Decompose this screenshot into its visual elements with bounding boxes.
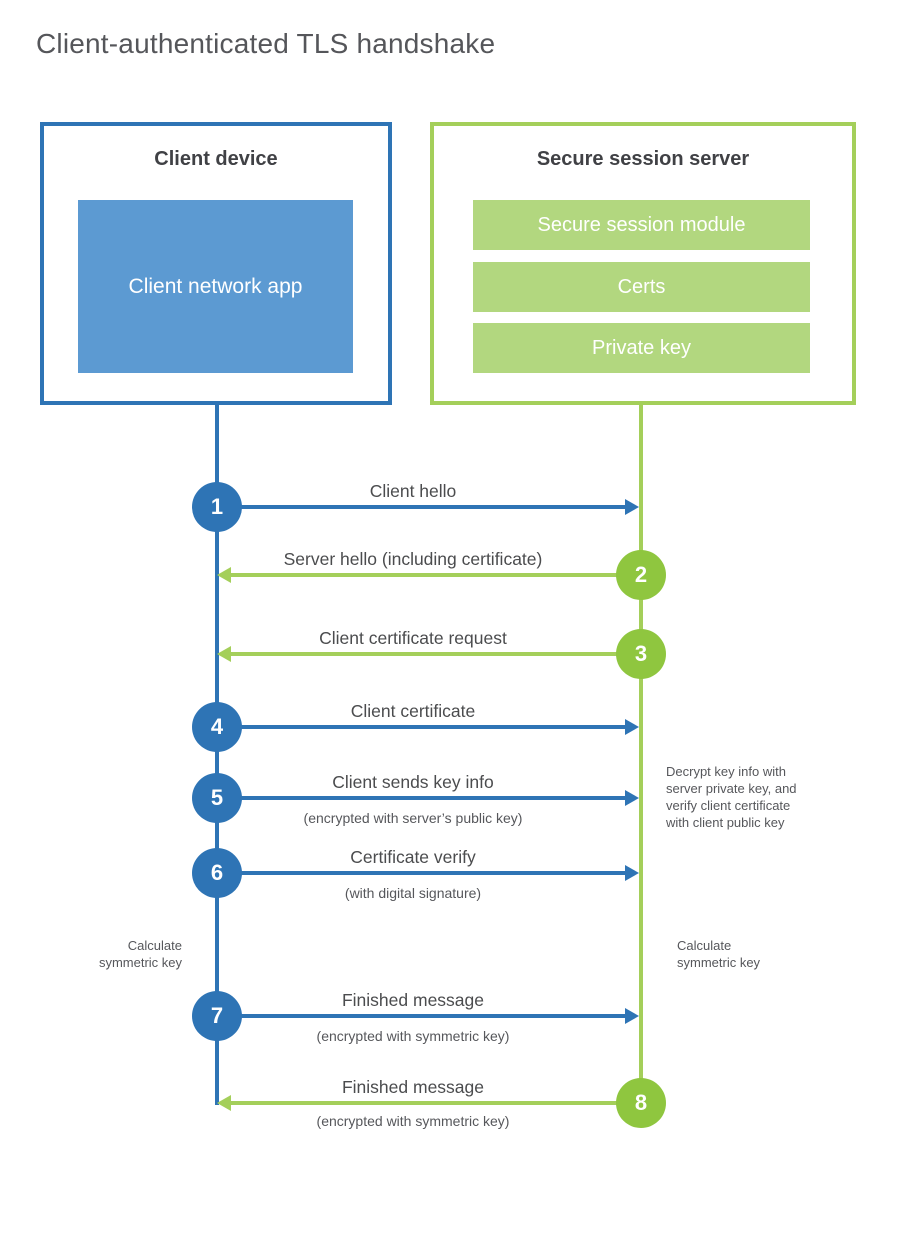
message-label-client-sends-key-info: Client sends key info [332,772,494,792]
step-1-badge: 1 [192,482,242,532]
arrow-client-certificate [217,719,639,735]
note-calculate-symmetric-key-server: Calculate symmetric key [677,938,761,970]
client-network-app-label: Client network app [128,275,303,298]
message-label-client-hello: Client hello [369,481,457,501]
arrow-client-hello [217,499,639,515]
arrow-server-hello [217,567,641,583]
step-7-badge: 7 [192,991,242,1041]
message-label-finished-message-server: Finished message [341,1077,485,1097]
client-device-title: Client device [154,148,278,170]
client-network-app-box: Client network app [78,200,353,373]
arrow-client-sends-key-info [217,790,639,806]
step-4-badge: 4 [192,702,242,752]
step-3-badge: 3 [616,629,666,679]
arrow-finished-message-client [217,1008,639,1024]
message-label-server-hello: Server hello (including certificate) [283,549,543,569]
step-2-badge: 2 [616,550,666,600]
server-module-private-key: Private key [473,323,810,373]
step-6-badge: 6 [192,848,242,898]
arrow-certificate-verify [217,865,639,881]
step-5-badge: 5 [192,773,242,823]
server-lifeline [639,404,643,1104]
message-label-client-certificate-request: Client certificate request [319,628,507,648]
message-sublabel-encrypted-server-public-key: (encrypted with server’s public key) [303,810,523,826]
page-title: Client-authenticated TLS handshake [36,28,496,59]
message-sublabel-digital-signature: (with digital signature) [344,885,482,901]
message-sublabel-encrypted-symmetric-key-client: (encrypted with symmetric key) [316,1028,510,1044]
message-sublabel-encrypted-symmetric-key-server: (encrypted with symmetric key) [316,1113,510,1129]
client-lifeline [215,404,219,1105]
note-calculate-symmetric-key-client: Calculate symmetric key [98,938,182,970]
secure-session-server-title: Secure session server [536,148,750,170]
arrow-client-certificate-request [217,646,641,662]
note-decrypt-key-info: Decrypt key info with server private key… [666,764,797,830]
step-8-badge: 8 [616,1078,666,1128]
message-label-client-certificate: Client certificate [350,701,476,721]
message-label-finished-message-client: Finished message [341,990,485,1010]
server-module-certs: Certs [473,262,810,312]
arrow-finished-message-server [217,1095,641,1111]
message-label-certificate-verify: Certificate verify [350,847,476,867]
server-module-secure-session: Secure session module [473,200,810,250]
